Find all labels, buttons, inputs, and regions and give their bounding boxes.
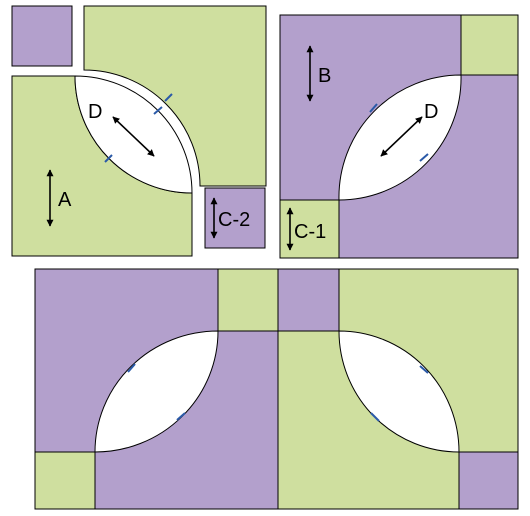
bottom-joined-blocks — [34, 268, 519, 510]
grain-arrow-d-right — [380, 116, 423, 157]
grain-arrow-d-left — [112, 116, 155, 157]
label-d-right: D — [424, 101, 438, 123]
small-purple-square — [11, 5, 73, 67]
match-mark — [176, 412, 186, 421]
match-mark — [370, 412, 380, 422]
bottom-right-melon — [338, 330, 460, 453]
match-mark — [419, 365, 429, 374]
match-mark — [419, 153, 429, 162]
bottom-left-block — [34, 268, 279, 510]
match-mark — [127, 363, 136, 373]
top-right-block: B D C-1 — [279, 14, 519, 259]
bottom-outer-frame — [34, 268, 519, 510]
bottom-left-green-corner-top — [217, 268, 279, 332]
label-c1: C-1 — [294, 221, 326, 243]
bottom-right-block — [277, 268, 519, 510]
bottom-right-purple-corner-top — [277, 268, 340, 332]
green-corner-top-right — [460, 14, 519, 76]
label-a: A — [58, 189, 72, 211]
bottom-right-purple-corner-bottom — [458, 451, 519, 510]
bottom-left-green-corner-bottom — [34, 451, 96, 510]
match-mark — [369, 103, 378, 113]
match-mark — [153, 106, 163, 115]
label-d-left: D — [88, 101, 102, 123]
label-b: B — [318, 65, 331, 87]
bottom-left-melon — [94, 330, 219, 453]
match-mark — [164, 93, 173, 102]
green-concave-square — [83, 5, 267, 187]
top-left-pieces: A D C-2 — [11, 5, 267, 257]
label-c2: C-2 — [218, 209, 250, 231]
match-mark — [104, 154, 113, 163]
